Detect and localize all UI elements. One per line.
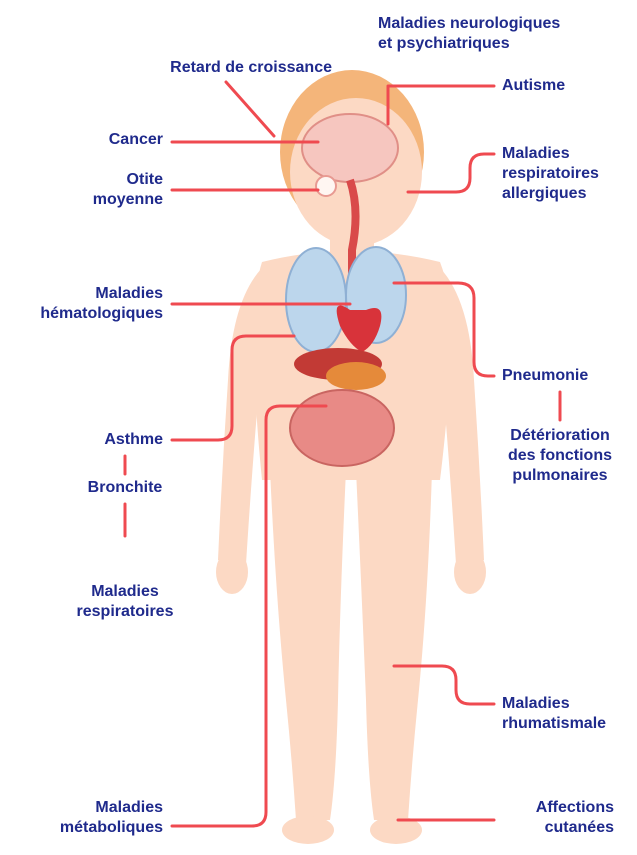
intestines bbox=[290, 390, 394, 466]
label-maladies-respiratoires-allergiques: Maladies respiratoires allergiques bbox=[502, 144, 599, 204]
left-arm bbox=[218, 268, 262, 564]
label-maladies-neurologiques: Maladies neurologiques et psychiatriques bbox=[378, 14, 560, 54]
brain bbox=[302, 114, 398, 182]
label-otite-moyenne: Otite moyenne bbox=[93, 170, 163, 210]
left-hand bbox=[216, 550, 248, 594]
label-autisme: Autisme bbox=[502, 76, 565, 96]
label-retard-croissance: Retard de croissance bbox=[170, 58, 332, 78]
inner-ear bbox=[316, 176, 336, 196]
left-foot bbox=[282, 816, 334, 844]
label-maladies-hematologiques: Maladies hématologiques bbox=[40, 284, 163, 324]
connector-retard bbox=[226, 82, 274, 136]
label-cancer: Cancer bbox=[109, 130, 163, 150]
label-affections-cutanees: Affections cutanées bbox=[536, 798, 614, 838]
label-asthme: Asthme bbox=[104, 430, 163, 450]
label-pneumonie: Pneumonie bbox=[502, 366, 588, 386]
label-deterioration-fonctions-pulmonaires: Détérioration des fonctions pulmonaires bbox=[492, 426, 628, 486]
right-hand bbox=[454, 550, 486, 594]
stomach bbox=[326, 362, 386, 390]
label-maladies-metaboliques: Maladies métaboliques bbox=[60, 798, 163, 838]
label-maladies-rhumatismale: Maladies rhumatismale bbox=[502, 694, 606, 734]
label-bronchite: Bronchite bbox=[44, 478, 206, 498]
right-arm bbox=[440, 268, 484, 564]
left-leg bbox=[270, 470, 346, 820]
right-leg bbox=[356, 470, 432, 820]
label-maladies-respiratoires: Maladies respiratoires bbox=[30, 582, 220, 622]
